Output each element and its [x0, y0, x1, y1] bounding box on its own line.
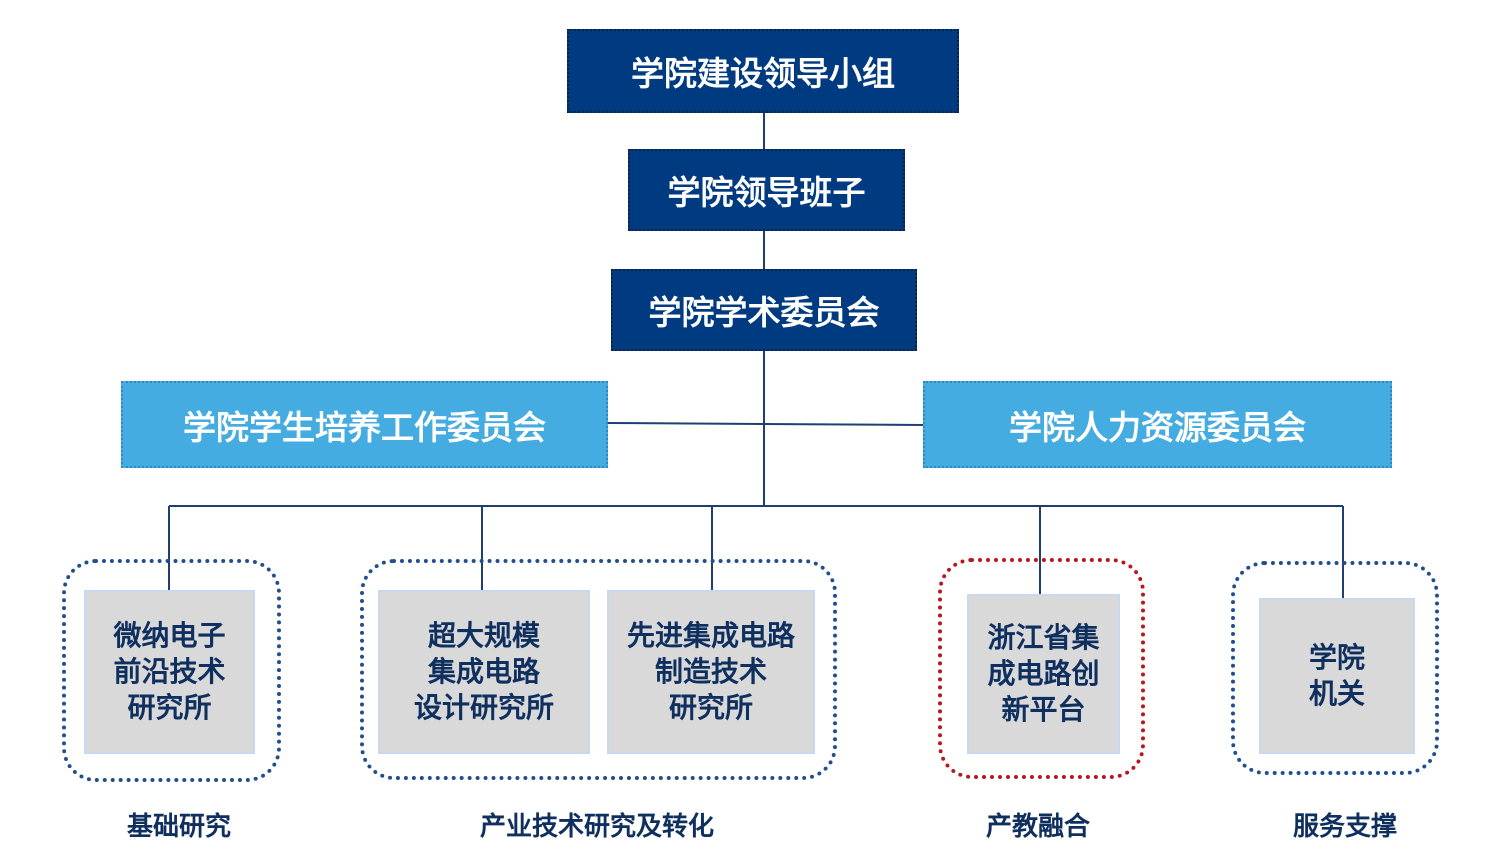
connector-side-committees [606, 422, 925, 426]
category-label-service-support: 服务支撑 [1292, 812, 1398, 842]
industrial-research-group [360, 559, 837, 780]
unit-college-administration: 学院 机关 [1259, 598, 1415, 754]
industry-education-group [938, 558, 1145, 779]
leadership-team-box: 学院领导班子 [628, 149, 905, 231]
service-support-group [1231, 561, 1439, 775]
human-resources-committee-box: 学院人力资源委员会 [923, 381, 1392, 468]
leadership-group-box: 学院建设领导小组 [567, 29, 959, 113]
category-label-basic-research: 基础研究 [126, 812, 232, 842]
category-label-industry-education: 产教融合 [985, 812, 1091, 842]
category-label-industrial-research: 产业技术研究及转化 [479, 812, 715, 842]
unit-advanced-ic-manufacturing-institute: 先进集成电路 制造技术 研究所 [607, 590, 815, 754]
student-training-committee-box: 学院学生培养工作委员会 [121, 381, 608, 468]
unit-vlsi-design-institute: 超大规模 集成电路 设计研究所 [378, 590, 590, 754]
unit-zhejiang-ic-innovation-platform: 浙江省集 成电路创 新平台 [967, 594, 1120, 754]
basic-research-group [62, 559, 281, 782]
unit-micro-nano-electronics-institute: 微纳电子 前沿技术 研究所 [84, 590, 255, 754]
academic-committee-box: 学院学术委员会 [611, 269, 917, 351]
